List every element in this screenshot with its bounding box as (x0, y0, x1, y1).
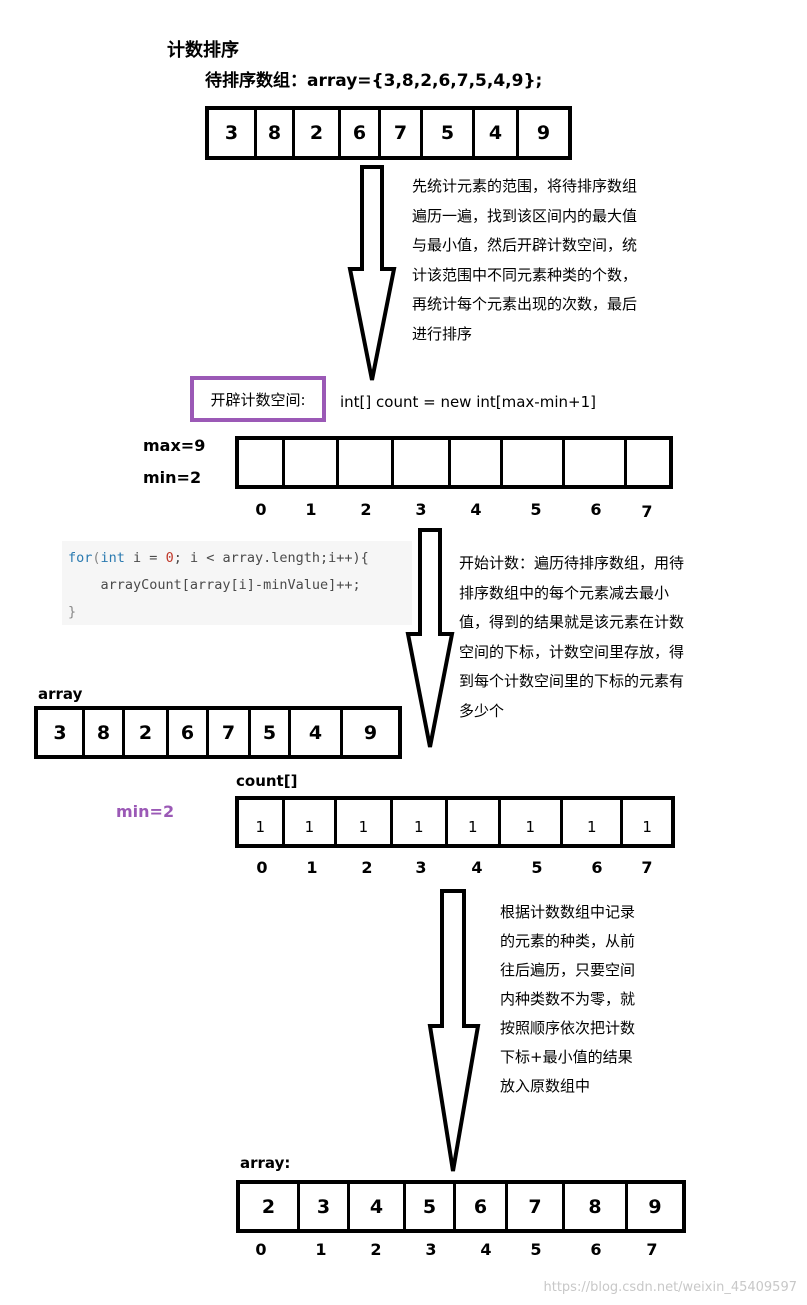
description-step2: 开始计数：遍历待排序数组，用待排序数组中的每个元素减去最小值，得到的结果就是该元… (459, 554, 685, 720)
code-line: for(int i = 0; i < array.length;i++){ (68, 550, 369, 566)
index-label: 4 (480, 1240, 492, 1259)
count-cell (627, 440, 669, 485)
array-cell: 8 (85, 710, 125, 755)
array-cell: 3 (209, 110, 257, 156)
index-label: 6 (590, 500, 602, 519)
count-cell: 1 (501, 800, 563, 844)
down-arrow-icon (427, 889, 481, 1172)
min-label: min=2 (143, 468, 202, 487)
alloc-label: 开辟计数空间: (210, 390, 306, 409)
array-cell: 8 (565, 1184, 628, 1229)
index-label: 7 (646, 1240, 658, 1259)
count-cell: 1 (337, 800, 393, 844)
array-cell: 9 (648, 1195, 662, 1218)
index-label: 1 (315, 1240, 327, 1259)
description-step3: 根据计数数组中记录的元素的种类，从前往后遍历，只要空间 内种类数不为零，就按照顺… (500, 903, 636, 1095)
alloc-code: int[] count = new int[max-min+1] (340, 393, 596, 411)
count-cell (339, 440, 394, 485)
count-label: count[] (236, 772, 298, 790)
index-label: 6 (591, 858, 603, 877)
count-cell (451, 440, 503, 485)
result-label: array: (240, 1154, 291, 1172)
index-label: 2 (370, 1240, 382, 1259)
initial-array: 3 8 2 6 7 5 4 9 (205, 106, 572, 160)
description-step1: 先统计元素的范围，将待排序数组遍历一遍，找到该区间内的最大值与最小值，然后开辟计… (412, 177, 638, 343)
down-arrow-icon (405, 528, 455, 748)
watermark: https://blog.csdn.net/weixin_45409597 (543, 1280, 797, 1295)
array-label: array (38, 685, 83, 703)
array-cell: 6 (169, 710, 209, 755)
index-label: 0 (256, 858, 268, 877)
code-block: for(int i = 0; i < array.length;i++){ ar… (62, 541, 412, 625)
max-label: max=9 (143, 436, 206, 455)
source-array: 3 8 2 6 7 5 4 9 (34, 706, 402, 759)
array-cell: 7 (381, 110, 423, 156)
array-cell: 5 (406, 1184, 456, 1229)
alloc-label-box: 开辟计数空间: (190, 376, 326, 422)
index-label: 3 (415, 858, 427, 877)
count-cell: 1 (239, 800, 285, 844)
count-cell: 1 (448, 800, 501, 844)
array-cell: 9 (536, 122, 551, 144)
array-cell: 2 (295, 110, 341, 156)
index-label: 7 (641, 502, 653, 521)
array-cell: 3 (300, 1184, 350, 1229)
index-label: 4 (471, 858, 483, 877)
index-label: 1 (306, 858, 318, 877)
count-cell: 1 (285, 800, 338, 844)
count-cell: 1 (563, 800, 624, 844)
subtitle: 待排序数组：array={3,8,2,6,7,5,4,9}; (205, 71, 543, 91)
index-label: 1 (305, 500, 317, 519)
index-label: 6 (590, 1240, 602, 1259)
count-cell (394, 440, 451, 485)
index-label: 2 (361, 858, 373, 877)
array-cell: 7 (508, 1184, 565, 1229)
array-cell: 2 (240, 1184, 300, 1229)
array-cell: 7 (209, 710, 251, 755)
index-label: 5 (531, 858, 543, 877)
array-cell: 3 (38, 710, 85, 755)
array-cell: 9 (363, 721, 378, 744)
index-label: 2 (360, 500, 372, 519)
index-label: 4 (470, 500, 482, 519)
min-label-2: min=2 (116, 802, 175, 821)
index-label: 5 (530, 1240, 542, 1259)
array-cell: 4 (475, 110, 519, 156)
count-cell (285, 440, 339, 485)
index-label: 0 (255, 1240, 267, 1259)
count-cell (565, 440, 627, 485)
count-cell (239, 440, 285, 485)
code-line: } (68, 604, 77, 620)
index-label: 3 (425, 1240, 437, 1259)
index-label: 7 (641, 858, 653, 877)
array-cell: 6 (341, 110, 381, 156)
array-cell: 4 (291, 710, 343, 755)
count-array: 1 1 1 1 1 1 1 1 (235, 796, 675, 848)
array-cell: 5 (251, 710, 291, 755)
index-label: 5 (530, 500, 542, 519)
count-cell: 1 (393, 800, 449, 844)
array-cell: 6 (456, 1184, 508, 1229)
empty-count-array (235, 436, 673, 489)
array-cell: 5 (423, 110, 475, 156)
array-cell: 8 (257, 110, 295, 156)
index-label: 0 (255, 500, 267, 519)
count-cell (503, 440, 565, 485)
down-arrow-icon (347, 165, 397, 381)
array-cell: 2 (125, 710, 169, 755)
code-line: arrayCount[array[i]-minValue]++; (68, 577, 361, 593)
count-cell: 1 (642, 818, 652, 836)
result-array: 2 3 4 5 6 7 8 9 (236, 1180, 686, 1233)
page-title: 计数排序 (167, 40, 239, 61)
array-cell: 4 (350, 1184, 406, 1229)
index-label: 3 (415, 500, 427, 519)
